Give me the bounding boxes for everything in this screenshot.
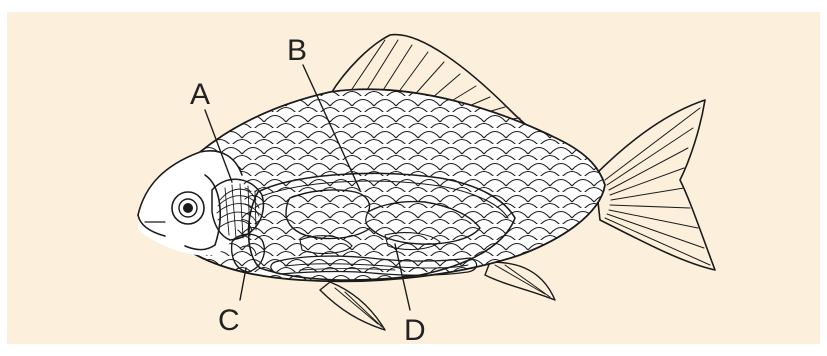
label-a: A bbox=[190, 78, 210, 111]
anal-fin bbox=[485, 262, 555, 300]
label-c: C bbox=[218, 304, 240, 337]
pelvic-fin bbox=[320, 282, 385, 330]
tail-fin-rays bbox=[605, 108, 710, 265]
label-b: B bbox=[287, 34, 307, 67]
tail-fin bbox=[595, 100, 715, 270]
label-d: D bbox=[404, 314, 426, 347]
